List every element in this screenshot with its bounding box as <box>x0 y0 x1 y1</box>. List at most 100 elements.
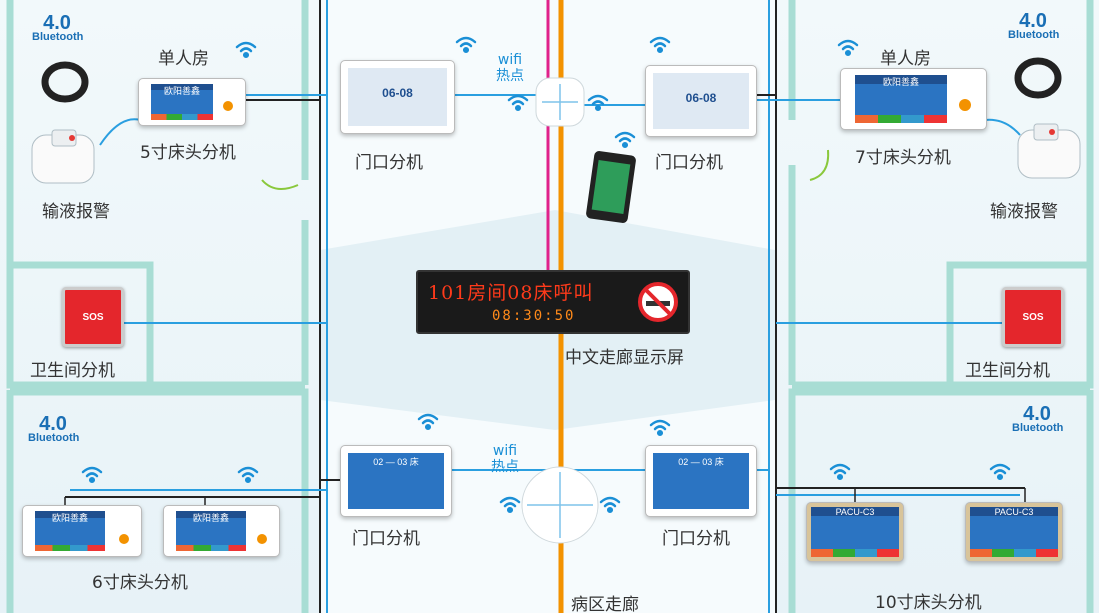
call-button-icon <box>119 534 129 544</box>
smartphone-device <box>586 151 636 223</box>
wifi-icon <box>829 463 851 481</box>
terminal-display-buttons <box>35 544 105 551</box>
terminal-display-buttons <box>811 549 899 557</box>
terminal-display: 02 — 03 床 <box>653 453 749 509</box>
terminal-display: 欧阳善鑫 <box>151 84 213 120</box>
access-point-bottom <box>521 466 599 544</box>
display-call-message: 101房间08床呼叫 <box>428 282 594 304</box>
sos-text: SOS <box>1022 311 1044 323</box>
label-corridor-display: 中文走廊显示屏 <box>565 348 684 368</box>
terminal-display-title: 欧阳善鑫 <box>176 511 246 523</box>
bluetooth-logo-top-left: 4.0 Bluetooth <box>32 12 84 43</box>
access-point-top <box>535 77 585 127</box>
wifi-icon <box>837 39 859 57</box>
black-connections <box>65 94 1025 498</box>
display-time: 08:30:50 <box>492 308 576 324</box>
label-single-room-right: 单人房 <box>880 49 931 69</box>
bluetooth-version: 4.0 <box>39 413 67 435</box>
terminal-display-title: 欧阳善鑫 <box>855 75 947 87</box>
wifi-text: wifi <box>497 52 523 68</box>
call-button-icon <box>257 534 267 544</box>
wifi-text: wifi <box>492 443 518 459</box>
door-room-number: 06-08 <box>685 91 717 105</box>
no-smoking-icon <box>638 282 678 322</box>
wifi-icon <box>989 463 1011 481</box>
terminal-display: 02 — 03 床 <box>348 453 444 509</box>
bedside-terminal-10inch-2: PACU-C3 <box>965 502 1063 562</box>
door-room-number: 06-08 <box>382 86 413 100</box>
terminal-display-buttons <box>151 114 213 120</box>
wifi-icon <box>417 413 439 431</box>
terminal-display: PACU-C3 <box>970 507 1058 557</box>
call-button-icon <box>223 101 233 111</box>
terminal-display-title: 欧阳善鑫 <box>151 84 213 96</box>
door-bed-range: 02 — 03 床 <box>678 457 724 467</box>
terminal-display-title: PACU-C3 <box>970 507 1058 517</box>
door-bed-range: 02 — 03 床 <box>373 457 419 467</box>
hotspot-text: 热点 <box>496 68 524 84</box>
door-terminal-top-right: 06-08 <box>645 65 757 137</box>
bedside-terminal-6inch-2: 欧阳善鑫 <box>163 505 280 557</box>
bluetooth-text: Bluetooth <box>1008 29 1060 41</box>
toilet-sos-button-left: SOS <box>62 287 124 347</box>
call-button-icon <box>959 99 971 111</box>
corridor-led-display: 101房间08床呼叫 08:30:50 <box>416 270 690 334</box>
door-terminal-top-left: 06-08 <box>340 60 455 134</box>
bluetooth-version: 4.0 <box>43 12 71 34</box>
terminal-display: 06-08 <box>348 68 447 126</box>
label-infusion-alarm-right: 输液报警 <box>990 202 1058 222</box>
label-door-terminal-bottom-left: 门口分机 <box>352 529 420 549</box>
terminal-display-buttons <box>970 549 1058 557</box>
door-terminal-bottom-left: 02 — 03 床 <box>340 445 452 517</box>
wifi-icon <box>649 419 671 437</box>
bluetooth-text: Bluetooth <box>1012 422 1064 434</box>
bedside-terminal-6inch-1: 欧阳善鑫 <box>22 505 142 557</box>
label-ward-corridor: 病区走廊 <box>571 595 639 613</box>
terminal-display: PACU-C3 <box>811 507 899 557</box>
wifi-icons <box>81 36 1011 514</box>
wifi-icon <box>649 36 671 54</box>
label-bedside-6inch: 6寸床头分机 <box>92 573 188 593</box>
label-door-terminal-top-left: 门口分机 <box>355 153 423 173</box>
bluetooth-text: Bluetooth <box>28 432 80 444</box>
label-infusion-alarm-left: 输液报警 <box>42 202 110 222</box>
wifi-icon <box>235 41 257 59</box>
bluetooth-logo-top-right: 4.0 Bluetooth <box>1008 10 1060 41</box>
label-bedside-10inch: 10寸床头分机 <box>875 593 982 613</box>
bracelet-icon-right <box>1014 57 1062 99</box>
door-terminal-bottom-right: 02 — 03 床 <box>645 445 757 517</box>
toilet-sos-button-right: SOS <box>1002 287 1064 347</box>
door-arc-right <box>809 149 830 181</box>
bluetooth-logo-bottom-right: 4.0 Bluetooth <box>1012 403 1064 434</box>
terminal-display-buttons <box>176 544 246 551</box>
wifi-icon <box>587 94 609 112</box>
terminal-display: 欧阳善鑫 <box>176 511 246 551</box>
terminal-display: 欧阳善鑫 <box>855 75 947 123</box>
bluetooth-text: Bluetooth <box>32 31 84 43</box>
terminal-display: 06-08 <box>653 73 749 129</box>
wifi-icon <box>455 36 477 54</box>
bracelet-icon-left <box>41 61 89 103</box>
bluetooth-version: 4.0 <box>1019 10 1047 32</box>
bluetooth-version: 4.0 <box>1023 403 1051 425</box>
terminal-display-title: 欧阳善鑫 <box>35 511 105 523</box>
label-bedside-7inch: 7寸床头分机 <box>855 148 951 168</box>
wifi-icon <box>237 466 259 484</box>
infusion-alarm-device-left <box>31 129 95 184</box>
label-single-room-left: 单人房 <box>158 49 209 69</box>
label-toilet-terminal-right: 卫生间分机 <box>965 361 1050 381</box>
terminal-display-title: PACU-C3 <box>811 507 899 517</box>
wifi-icon <box>507 94 529 112</box>
bedside-terminal-5inch: 欧阳善鑫 <box>138 78 246 126</box>
wifi-hotspot-label-top: wifi 热点 <box>490 52 530 84</box>
wifi-icon <box>599 496 621 514</box>
bluetooth-logo-bottom-left: 4.0 Bluetooth <box>28 413 80 444</box>
bedside-terminal-10inch-1: PACU-C3 <box>806 502 904 562</box>
infusion-alarm-device-right <box>1017 123 1081 179</box>
wifi-icon <box>614 131 636 149</box>
label-bedside-5inch: 5寸床头分机 <box>140 143 236 163</box>
bedside-terminal-7inch: 欧阳善鑫 <box>840 68 987 130</box>
label-door-terminal-top-right: 门口分机 <box>655 153 723 173</box>
hotspot-text: 热点 <box>491 459 519 475</box>
